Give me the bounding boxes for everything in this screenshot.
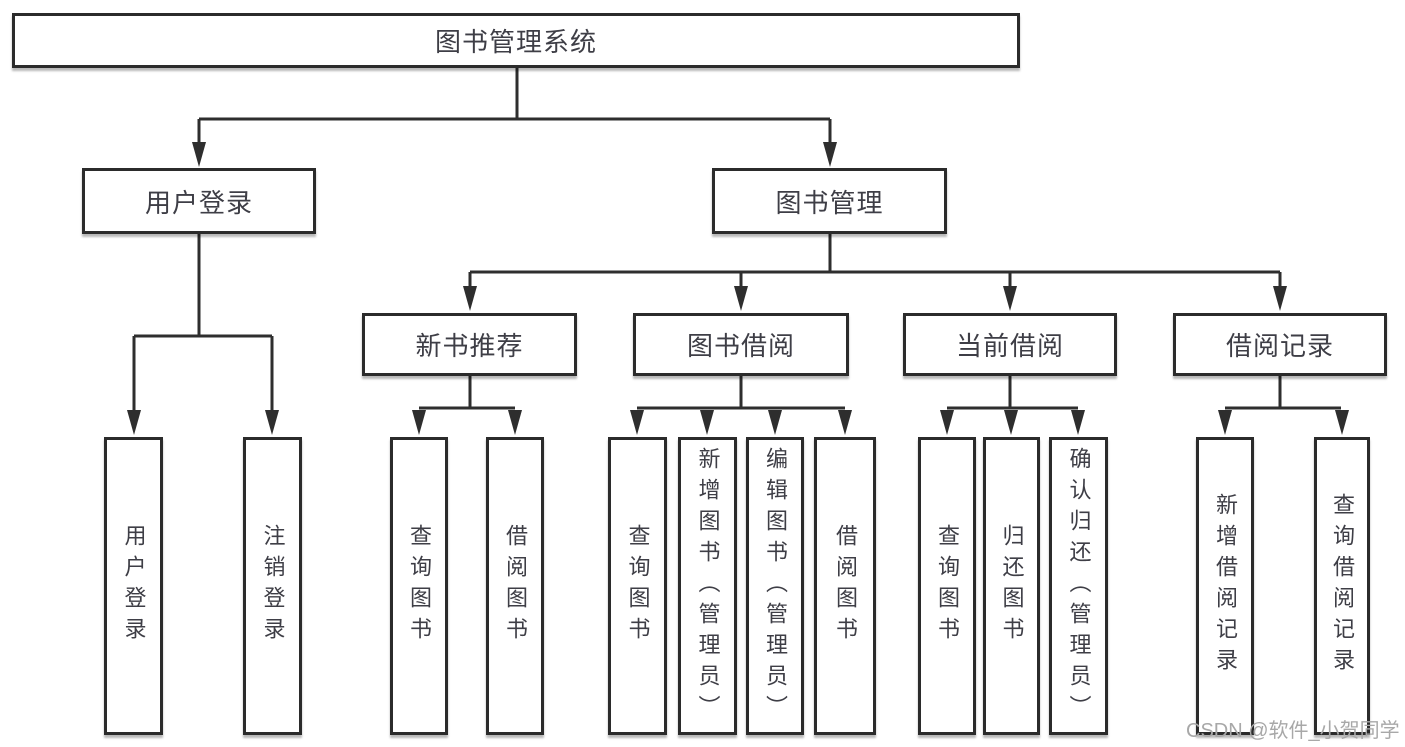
leaf-query-books-borrow: 查询图书 — [608, 437, 667, 735]
leaf-label: 确认归还（管理员） — [1066, 446, 1092, 726]
node-borrow-records: 借阅记录 — [1173, 313, 1387, 376]
node-book-borrow: 图书借阅 — [633, 313, 849, 376]
connector-book-borrow — [630, 376, 852, 435]
leaf-label: 查询图书 — [935, 524, 960, 648]
leaf-label: 查询借阅记录 — [1330, 493, 1355, 679]
watermark-text: CSDN @软件_小贺同学 — [1186, 720, 1400, 742]
connector-book-management — [463, 234, 1287, 311]
leaf-label: 新增图书（管理员） — [695, 446, 721, 726]
leaf-label: 查询图书 — [407, 524, 432, 648]
leaf-user-login: 用户登录 — [104, 437, 163, 735]
connector-root — [192, 68, 837, 167]
leaf-label: 注销登录 — [260, 524, 286, 648]
leaf-query-books-recommend: 查询图书 — [390, 437, 448, 735]
connector-borrow-records — [1218, 376, 1349, 435]
leaf-label: 新增借阅记录 — [1213, 493, 1238, 679]
node-root: 图书管理系统 — [12, 13, 1020, 68]
leaf-label: 用户登录 — [121, 524, 147, 648]
leaf-edit-book-admin: 编辑图书（管理员） — [746, 437, 804, 735]
leaf-logout: 注销登录 — [243, 437, 302, 735]
leaf-confirm-return-admin: 确认归还（管理员） — [1049, 437, 1108, 735]
node-current-borrow: 当前借阅 — [903, 313, 1117, 376]
leaf-label: 查询图书 — [625, 524, 651, 648]
connector-new-book-recommend — [412, 376, 522, 435]
leaf-query-books-current: 查询图书 — [918, 437, 976, 735]
leaf-add-book-admin: 新增图书（管理员） — [678, 437, 737, 735]
leaf-add-borrow-record: 新增借阅记录 — [1196, 437, 1254, 735]
leaf-label: 借阅图书 — [503, 524, 528, 648]
leaf-return-books: 归还图书 — [983, 437, 1040, 735]
leaf-query-borrow-record: 查询借阅记录 — [1314, 437, 1370, 735]
leaf-borrow-books: 借阅图书 — [814, 437, 876, 735]
leaf-borrow-books-recommend: 借阅图书 — [486, 437, 544, 735]
connector-user-login — [127, 234, 279, 435]
connector-current-borrow — [940, 376, 1085, 435]
node-user-login: 用户登录 — [82, 168, 316, 234]
node-new-book-recommend: 新书推荐 — [362, 313, 577, 376]
leaf-label: 借阅图书 — [833, 524, 858, 648]
leaf-label: 归还图书 — [999, 524, 1025, 648]
leaf-label: 编辑图书（管理员） — [763, 446, 788, 726]
node-book-management: 图书管理 — [712, 168, 947, 234]
